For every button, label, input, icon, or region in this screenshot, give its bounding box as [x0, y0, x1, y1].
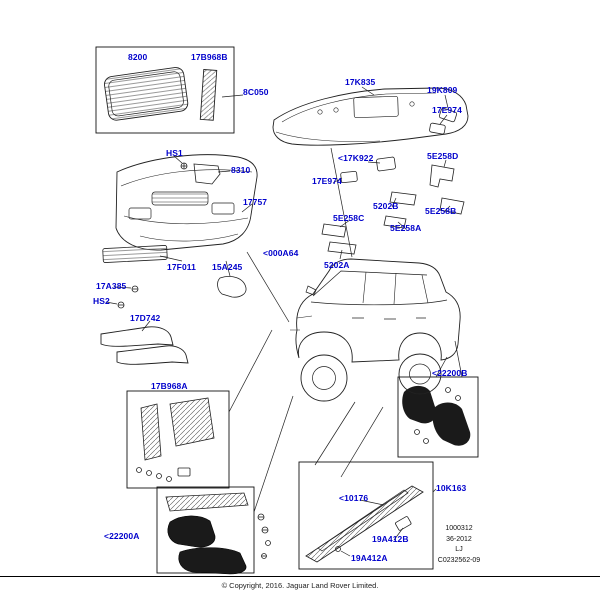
part-label-000A64[interactable]: <000A64 — [263, 248, 299, 258]
part-label-19A412B[interactable]: 19A412B — [372, 534, 409, 544]
mudflap-a-drawings — [165, 492, 249, 575]
part-label-HS2[interactable]: HS2 — [93, 296, 110, 306]
ref-line-4: C0232562-09 — [437, 556, 481, 564]
screw-icons — [117, 162, 188, 309]
trim-strip-drawing — [199, 69, 218, 121]
part-label-15A245[interactable]: 15A245 — [212, 262, 243, 272]
part-label-17K835[interactable]: 17K835 — [345, 77, 376, 87]
part-label-5E258B[interactable]: 5E258B — [425, 206, 457, 216]
part-label-19K809[interactable]: 19K809 — [427, 85, 458, 95]
assembly-connector-lines — [228, 147, 463, 513]
roof-cover-drawing — [100, 326, 189, 365]
part-label-19A412A[interactable]: 19A412A — [351, 553, 388, 563]
sill-inset-box — [298, 461, 434, 570]
part-label-5E258D[interactable]: 5E258D — [427, 151, 459, 161]
front-bumper-parts — [102, 163, 247, 298]
part-label-8200[interactable]: 8200 — [128, 52, 148, 62]
part-label-17E974-b[interactable]: 17E974 — [312, 176, 342, 186]
part-label-10K163[interactable]: 10K163 — [436, 483, 467, 493]
part-label-17757[interactable]: 17757 — [243, 197, 268, 207]
vent-inset-box — [126, 390, 230, 489]
part-label-17F011[interactable]: 17F011 — [167, 262, 196, 272]
sill-drawings — [305, 485, 424, 563]
vehicle-drawing — [290, 258, 461, 402]
mudflap-b-drawings — [402, 385, 471, 446]
part-label-5202A[interactable]: 5202A — [324, 260, 350, 270]
copyright-text: © Copyright, 2016. Jaguar Land Rover Lim… — [221, 581, 379, 590]
part-label-5E258A[interactable]: 5E258A — [390, 223, 422, 233]
part-label-22200A[interactable]: <22200A — [104, 531, 140, 541]
reference-block: 1000312 36-2012 LJ C0232562-09 — [422, 524, 496, 566]
ref-line-1: 1000312 — [445, 525, 473, 532]
part-label-HS1[interactable]: HS1 — [166, 148, 183, 158]
rear-bumper-brackets — [321, 107, 465, 255]
leader-lines — [105, 86, 451, 557]
ref-line-2: 36-2012 — [446, 535, 472, 543]
part-label-17K922[interactable]: <17K922 — [338, 153, 374, 163]
part-label-17D742[interactable]: 17D742 — [130, 313, 161, 323]
part-label-17B968A[interactable]: 17B968A — [151, 381, 188, 391]
copyright-footer: © Copyright, 2016. Jaguar Land Rover Lim… — [0, 576, 600, 590]
part-label-17B968B[interactable]: 17B968B — [191, 52, 228, 62]
part-label-8310[interactable]: 8310 — [231, 165, 251, 175]
part-label-5E258C[interactable]: 5E258C — [333, 213, 365, 223]
vent-drawings — [136, 397, 215, 482]
mudflap-a-fastener-icons — [257, 513, 271, 559]
part-label-8C050[interactable]: 8C050 — [243, 87, 269, 97]
part-label-22200B[interactable]: <22200B — [432, 368, 468, 378]
rear-bumper-drawing — [272, 87, 469, 146]
grille-inset-box — [95, 46, 235, 134]
part-label-17A385[interactable]: 17A385 — [96, 281, 127, 291]
part-label-10176[interactable]: <10176 — [339, 493, 369, 503]
part-label-5202B[interactable]: 5202B — [373, 201, 399, 211]
grille-drawing — [104, 67, 189, 121]
part-label-17E974-a[interactable]: 17E974 — [432, 105, 462, 115]
ref-line-3: LJ — [455, 546, 463, 553]
mudflap-b-inset-box — [397, 376, 479, 458]
